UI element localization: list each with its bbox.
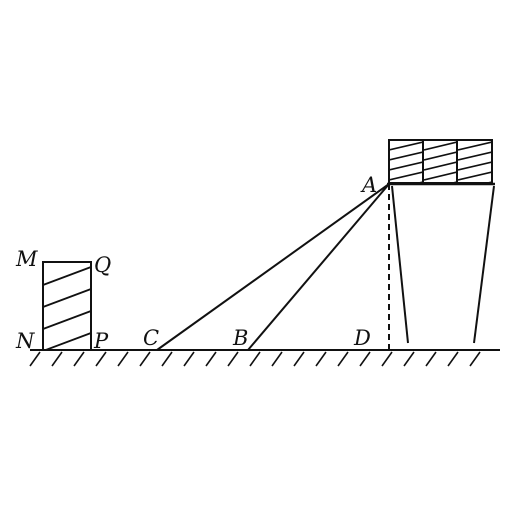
segment-ab <box>247 183 390 351</box>
label-p: P <box>93 329 109 353</box>
label-c: C <box>143 326 159 350</box>
rectangle-mnpq <box>42 261 92 351</box>
label-q: Q <box>94 253 111 277</box>
label-a: A <box>360 173 377 197</box>
tower-left-side <box>391 185 409 344</box>
label-m: M <box>15 247 38 271</box>
ground-hatching <box>29 351 481 367</box>
label-n: N <box>15 329 35 353</box>
label-b: B <box>232 326 248 350</box>
rectangle-mnpq-hatching <box>43 266 91 350</box>
label-d: D <box>353 326 371 350</box>
segment-ac <box>156 183 390 351</box>
tower-right-side <box>473 185 495 344</box>
tower-cap <box>388 139 493 184</box>
